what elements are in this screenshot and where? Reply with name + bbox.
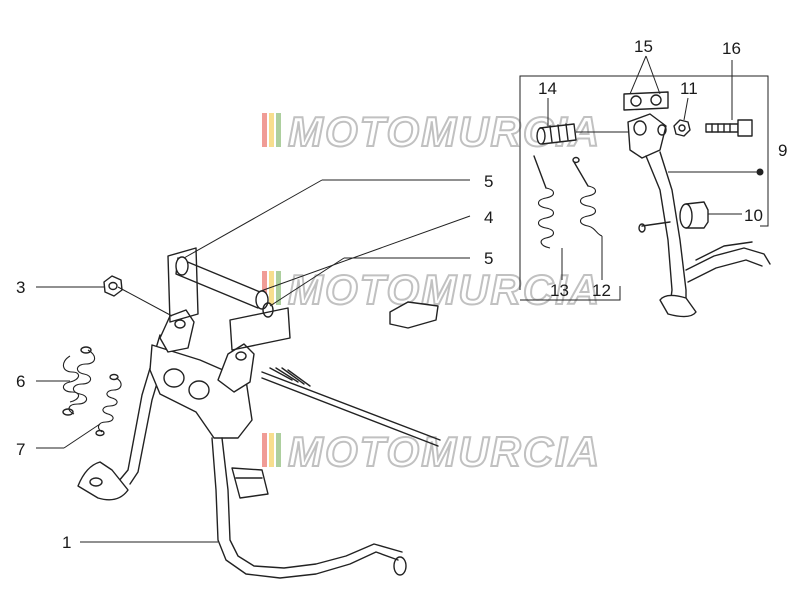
watermark-middle: MOTOMURCIA xyxy=(262,265,601,314)
callout-13: 13 xyxy=(550,281,569,300)
callout-6: 6 xyxy=(16,372,25,391)
watermark-text: MOTOMURCIA xyxy=(288,428,601,475)
callout-16: 16 xyxy=(722,39,741,58)
watermark-text: MOTOMURCIA xyxy=(288,266,601,313)
pivot-shaft xyxy=(261,367,441,447)
bolt-part-16 xyxy=(705,119,753,137)
leader-lines xyxy=(36,55,764,543)
callout-1: 1 xyxy=(62,533,71,552)
watermark-bottom: MOTOMURCIA xyxy=(262,427,601,476)
washer-plate-part-15 xyxy=(623,91,669,111)
callout-4: 4 xyxy=(484,208,493,227)
callout-10: 10 xyxy=(744,206,763,225)
nut-part-3 xyxy=(103,275,123,297)
callout-5-bottom: 5 xyxy=(484,249,493,268)
bushing-part-14 xyxy=(536,123,577,145)
spring-part-13 xyxy=(533,155,555,249)
callout-14: 14 xyxy=(538,79,557,98)
callout-12: 12 xyxy=(592,281,611,300)
nut-part-11 xyxy=(673,119,691,137)
rubber-part-10 xyxy=(679,201,709,229)
callout-3: 3 xyxy=(16,278,25,297)
callout-11: 11 xyxy=(680,79,698,98)
callout-7: 7 xyxy=(16,440,25,459)
callout-5-top: 5 xyxy=(484,172,493,191)
side-stand-leg xyxy=(627,113,771,318)
frame-bracket-block xyxy=(389,301,439,329)
callout-9: 9 xyxy=(778,141,787,160)
return-spring-7 xyxy=(95,373,122,437)
pivot-tube xyxy=(167,247,291,351)
callout-15: 15 xyxy=(634,37,653,56)
spring-part-12 xyxy=(572,156,603,237)
return-spring-6 xyxy=(62,346,96,416)
center-stand-assembly xyxy=(77,309,407,579)
leader-dot xyxy=(756,168,764,176)
side-stand-group-frame xyxy=(519,75,769,301)
callout-labels: 1 3 4 5 5 6 7 9 10 11 12 13 14 15 16 xyxy=(16,37,787,552)
